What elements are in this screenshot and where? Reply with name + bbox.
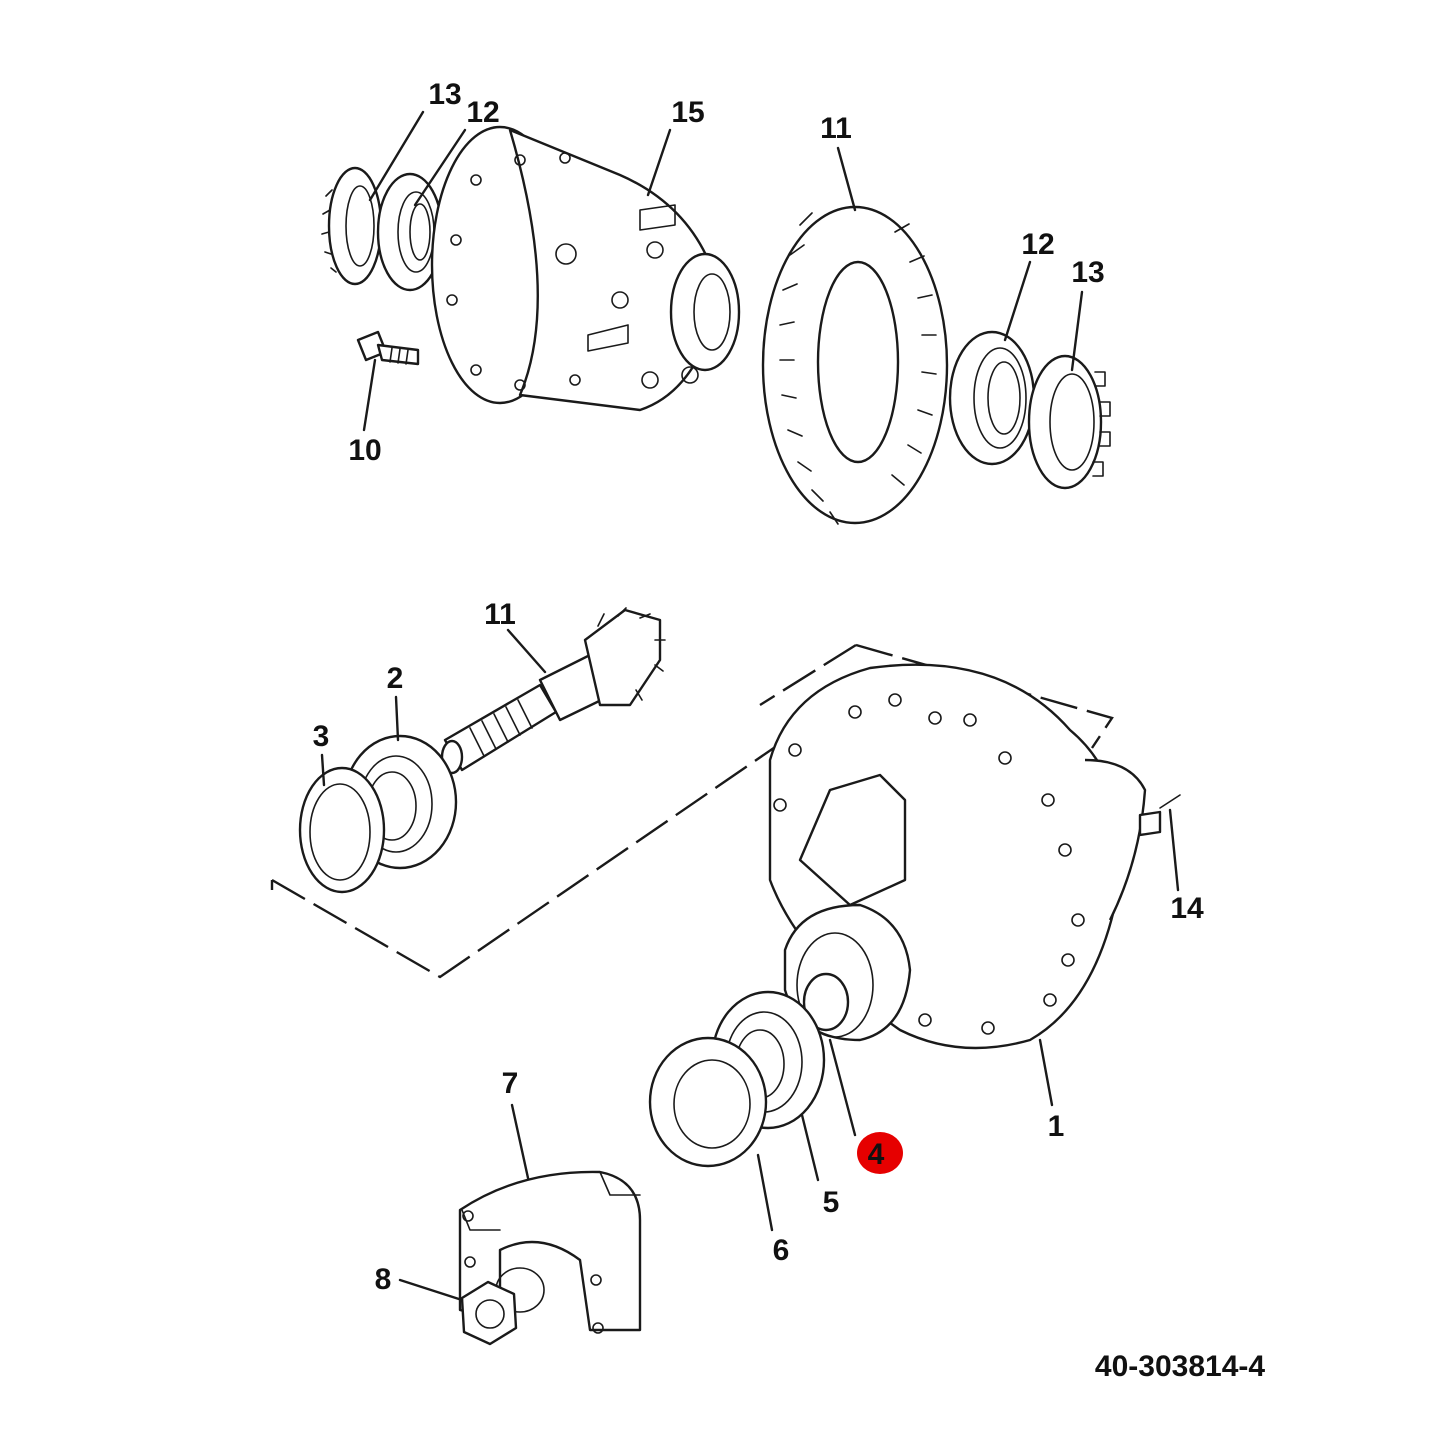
callout-1: 1: [1048, 1110, 1065, 1143]
part-3-shim: [298, 766, 386, 894]
part-12-right-bearing: [948, 330, 1036, 466]
leader-lines: [320, 110, 1180, 1302]
part-7-yoke: [458, 1170, 642, 1334]
callout-13-top-right: 13: [1071, 256, 1104, 289]
callout-12-top-right: 12: [1021, 228, 1054, 261]
callout-4: 4: [868, 1138, 885, 1171]
part-11-ring-gear: [761, 205, 949, 525]
callout-3: 3: [313, 720, 330, 753]
callout-10: 10: [348, 434, 381, 467]
callout-11-ring-gear: 11: [820, 112, 852, 145]
exploded-group-frame-back: [270, 643, 857, 890]
callout-6: 6: [773, 1234, 790, 1267]
part-6-seal: [648, 1036, 768, 1168]
callout-13-top-left: 13: [428, 78, 461, 111]
part-10-bolt: [356, 330, 420, 366]
exploded-group-frame: [271, 643, 1114, 979]
callout-14: 14: [1170, 892, 1204, 925]
part-8-nut: [460, 1280, 518, 1346]
callout-15: 15: [671, 96, 704, 129]
callout-4-highlight: [857, 1132, 903, 1174]
part-15-differential-case: [430, 125, 741, 412]
part-13-left-nut: [321, 166, 383, 286]
callout-7: 7: [502, 1067, 519, 1100]
document-number: 40-303814-4: [1095, 1350, 1265, 1383]
callout-8: 8: [375, 1263, 392, 1296]
part-14-breather: [1138, 794, 1181, 837]
part-11-pinion-shaft: [440, 607, 666, 775]
callout-12-top-left: 12: [466, 96, 499, 129]
callout-11-pinion: 11: [484, 598, 516, 631]
part-1-axle-housing: [768, 663, 1147, 1050]
callout-5: 5: [823, 1186, 840, 1219]
callout-2: 2: [387, 662, 404, 695]
part-13-right-nut: [1027, 354, 1111, 490]
